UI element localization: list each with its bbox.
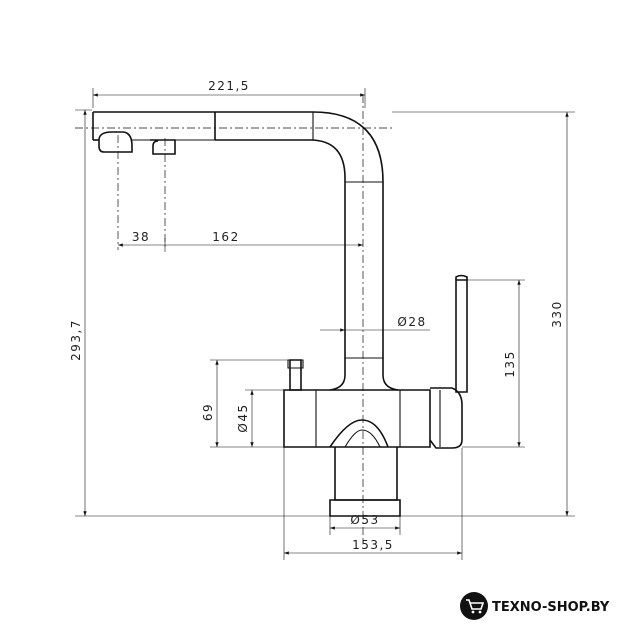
dim-body-height: 69 [201,403,215,421]
watermark-text: TEXNO-SHOP.BY [492,600,610,615]
watermark-logo: TEXNO-SHOP.BY [460,592,610,620]
dim-lever-height: 135 [503,350,517,377]
cart-icon [460,592,488,620]
faucet-outline [92,111,468,517]
dim-handle-offset: 38 [132,230,150,244]
dim-body-diameter: Ø45 [236,403,250,432]
dim-base-diameter: Ø53 [350,513,379,527]
dim-total-height: 330 [550,300,564,327]
dim-spout-height: 293,7 [69,319,83,361]
dim-spout-length: 221,5 [208,79,250,93]
center-lines [75,95,392,540]
dimension-lines [75,88,575,560]
dim-spout-diameter: Ø28 [397,315,426,329]
dim-body-width: 153,5 [352,538,394,552]
dim-spout-offset: 162 [212,230,239,244]
